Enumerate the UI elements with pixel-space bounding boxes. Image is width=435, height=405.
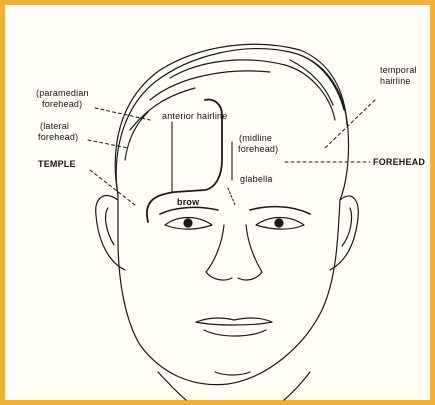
leader-temporal xyxy=(325,100,375,148)
right-ear xyxy=(330,196,358,270)
right-brow xyxy=(250,207,310,214)
left-ear-inner xyxy=(106,208,114,245)
label-paramedian-2: forehead) xyxy=(42,99,82,109)
leader-glabella xyxy=(228,188,235,205)
mouth-line xyxy=(196,322,272,325)
label-glabella: glabella xyxy=(240,174,273,184)
label-midline-2: forehead) xyxy=(238,144,278,154)
label-lateral-2: forehead) xyxy=(38,132,78,142)
hair-strand xyxy=(130,88,195,130)
chin xyxy=(215,372,250,375)
lower-lip xyxy=(204,330,266,336)
label-temporal-2: hairline xyxy=(380,76,411,86)
label-temporal-1: temporal xyxy=(380,65,417,75)
left-ear xyxy=(96,196,125,270)
leader-temple xyxy=(90,170,135,205)
left-brow xyxy=(160,207,218,214)
left-pupil xyxy=(184,219,192,227)
neck xyxy=(158,372,310,400)
leader-lateral xyxy=(88,140,128,148)
right-pupil xyxy=(275,219,283,227)
label-anterior-hairline: anterior hairline xyxy=(162,111,227,121)
nose xyxy=(206,225,262,280)
upper-lip xyxy=(196,318,272,322)
right-ear-inner xyxy=(342,208,352,246)
label-midline-1: (midline xyxy=(239,133,272,143)
label-forehead: FOREHEAD xyxy=(373,157,425,167)
label-temple: TEMPLE xyxy=(38,159,76,169)
label-paramedian-1: (paramedian xyxy=(36,88,89,98)
label-lateral-1: (lateral xyxy=(40,121,69,131)
label-brow: brow xyxy=(177,197,199,207)
hair-strand xyxy=(150,71,270,100)
